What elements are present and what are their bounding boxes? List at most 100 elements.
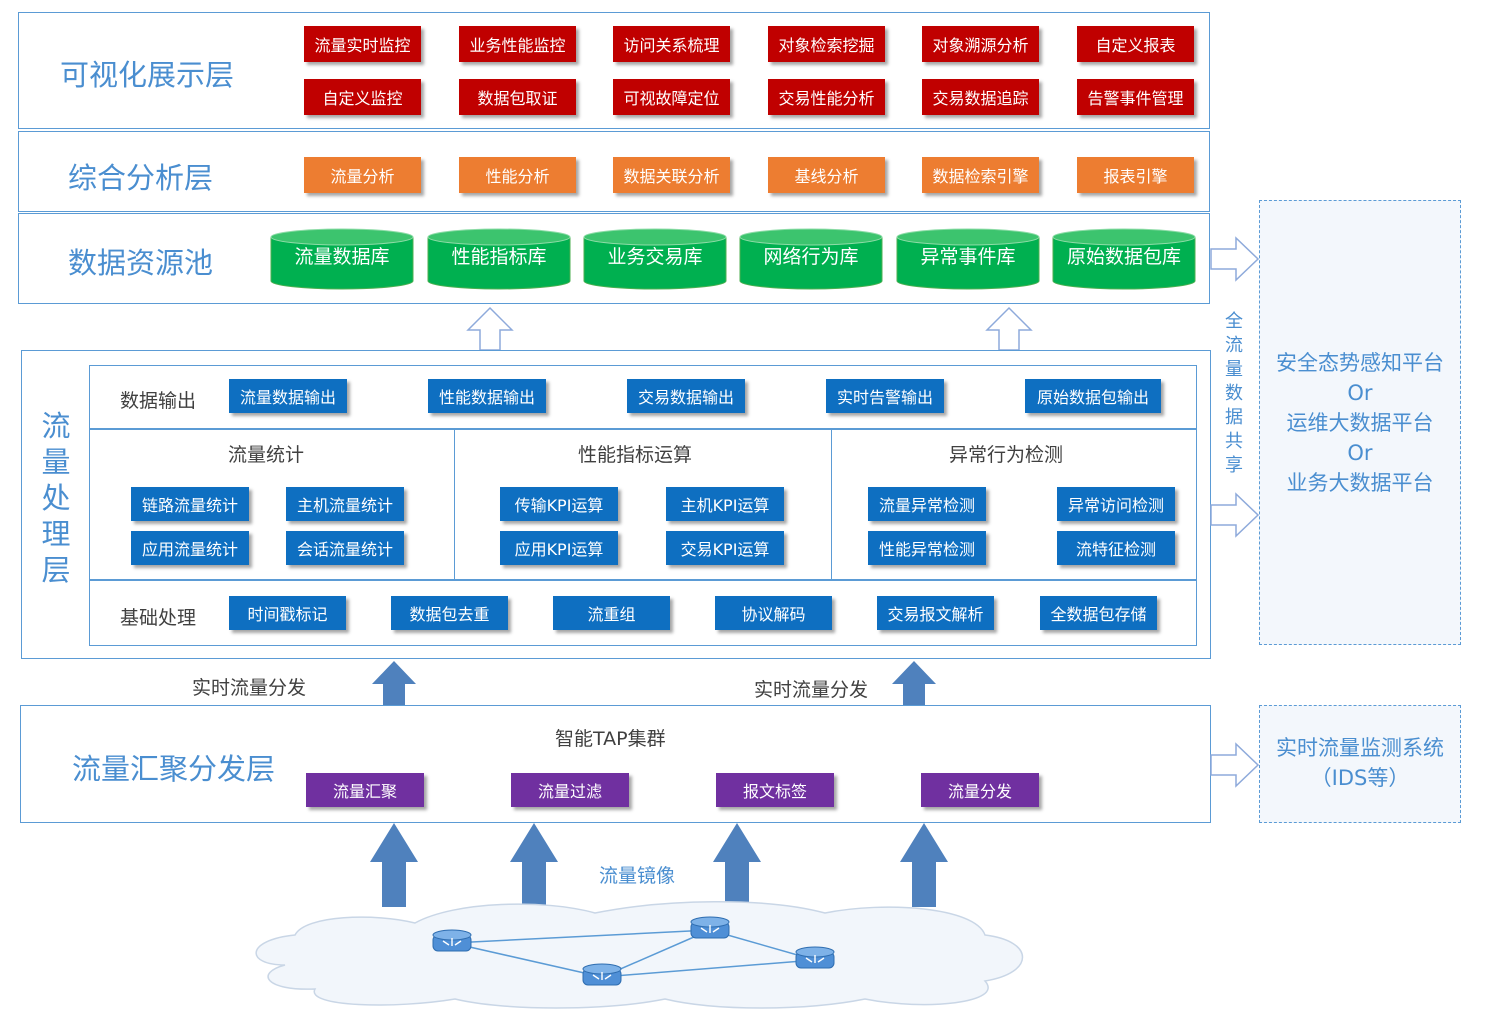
base-item-packet-storage[interactable]: 全数据包存储 — [1040, 596, 1157, 630]
tap-cluster-label: 智能TAP集群 — [555, 728, 666, 750]
router-icon — [690, 916, 730, 939]
anomaly-item-access[interactable]: 异常访问检测 — [1057, 487, 1175, 521]
vis-item-custom-report[interactable]: 自定义报表 — [1077, 26, 1194, 62]
database-cylinder-icon — [739, 228, 883, 290]
anomaly-detect-label: 异常行为检测 — [949, 444, 1064, 466]
agg-item-dispatch[interactable]: 流量分发 — [921, 773, 1039, 807]
vis-item-alarm-manage[interactable]: 告警事件管理 — [1077, 79, 1194, 115]
database-raw-packet[interactable]: 原始数据包库 — [1052, 228, 1196, 290]
network-cloud-icon — [255, 901, 1024, 1009]
analysis-item-traffic[interactable]: 流量分析 — [304, 157, 421, 193]
database-anomaly-label: 异常事件库 — [920, 246, 1016, 268]
perf-kpi-label: 性能指标运算 — [578, 444, 693, 466]
database-performance-label: 性能指标库 — [451, 246, 547, 268]
database-raw-packet-label: 原始数据包库 — [1066, 246, 1181, 268]
base-processing-row — [89, 580, 1197, 646]
analysis-item-performance[interactable]: 性能分析 — [459, 157, 576, 193]
perf-item-trade-kpi[interactable]: 交易KPI运算 — [666, 531, 784, 565]
data-sharing-label: 全流量数据共享 — [1225, 311, 1243, 476]
database-cylinder-icon — [583, 228, 727, 290]
output-item-traffic[interactable]: 流量数据输出 — [229, 379, 347, 413]
base-item-flow-reassembly[interactable]: 流重组 — [553, 596, 670, 630]
router-icon — [795, 946, 835, 969]
solid-up-arrow-icon — [713, 823, 761, 907]
database-business[interactable]: 业务交易库 — [583, 228, 727, 290]
output-item-trade[interactable]: 交易数据输出 — [627, 379, 745, 413]
vis-item-object-trace[interactable]: 对象溯源分析 — [922, 26, 1039, 62]
realtime-dispatch-label-right: 实时流量分发 — [754, 679, 869, 701]
database-traffic-label: 流量数据库 — [294, 246, 390, 268]
or-label-1: Or — [1347, 381, 1373, 405]
stats-item-host[interactable]: 主机流量统计 — [286, 487, 404, 521]
perf-item-app-kpi[interactable]: 应用KPI运算 — [500, 531, 618, 565]
perf-item-host-kpi[interactable]: 主机KPI运算 — [666, 487, 784, 521]
agg-item-label[interactable]: 报文标签 — [716, 773, 834, 807]
anomaly-detect-section — [831, 429, 1197, 580]
agg-item-filter[interactable]: 流量过滤 — [511, 773, 629, 807]
stats-item-session[interactable]: 会话流量统计 — [286, 531, 404, 565]
stats-item-link[interactable]: 链路流量统计 — [131, 487, 249, 521]
vis-item-packet-forensics[interactable]: 数据包取证 — [459, 79, 576, 115]
analysis-item-baseline[interactable]: 基线分析 — [768, 157, 885, 193]
realtime-dispatch-label-left: 实时流量分发 — [192, 677, 307, 699]
vis-item-business-perf-monitor[interactable]: 业务性能监控 — [459, 26, 576, 62]
ids-subtitle: （IDS等） — [1310, 766, 1410, 790]
database-network[interactable]: 网络行为库 — [739, 228, 883, 290]
anomaly-item-performance[interactable]: 性能异常检测 — [868, 531, 986, 565]
solid-up-arrow-icon — [900, 823, 948, 907]
database-cylinder-icon — [427, 228, 571, 290]
agg-item-aggregate[interactable]: 流量汇聚 — [306, 773, 424, 807]
router-icon — [582, 963, 622, 986]
database-traffic[interactable]: 流量数据库 — [270, 228, 414, 290]
database-network-label: 网络行为库 — [763, 246, 859, 268]
hollow-right-arrow-icon — [1210, 492, 1260, 538]
analysis-item-search-engine[interactable]: 数据检索引擎 — [922, 157, 1039, 193]
stats-item-app[interactable]: 应用流量统计 — [131, 531, 249, 565]
vis-item-access-relation[interactable]: 访问关系梳理 — [613, 26, 730, 62]
perf-item-transport-kpi[interactable]: 传输KPI运算 — [500, 487, 618, 521]
solid-up-arrow-icon — [372, 661, 416, 705]
output-item-performance[interactable]: 性能数据输出 — [428, 379, 546, 413]
platform-ops: 运维大数据平台 — [1286, 411, 1434, 435]
vis-item-fault-locate[interactable]: 可视故障定位 — [613, 79, 730, 115]
database-cylinder-icon — [1052, 228, 1196, 290]
hollow-up-arrow-icon — [466, 306, 514, 351]
aggregation-layer-title: 流量汇聚分发层 — [72, 752, 276, 786]
hollow-up-arrow-icon — [985, 306, 1033, 351]
solid-up-arrow-icon — [510, 823, 558, 907]
database-anomaly[interactable]: 异常事件库 — [896, 228, 1040, 290]
output-item-alarm[interactable]: 实时告警输出 — [826, 379, 944, 413]
processing-layer-title: 流量处理层 — [41, 409, 71, 587]
hollow-right-arrow-icon — [1210, 236, 1260, 282]
base-item-protocol-decode[interactable]: 协议解码 — [715, 596, 832, 630]
vis-item-trade-perf[interactable]: 交易性能分析 — [768, 79, 885, 115]
traffic-stats-label: 流量统计 — [228, 444, 305, 466]
analysis-item-report-engine[interactable]: 报表引擎 — [1077, 157, 1194, 193]
platform-business: 业务大数据平台 — [1286, 471, 1434, 495]
anomaly-item-flow-feature[interactable]: 流特征检测 — [1057, 531, 1175, 565]
ids-text: 实时流量监测系统 （IDS等） — [1259, 733, 1461, 793]
vis-item-object-search[interactable]: 对象检索挖掘 — [768, 26, 885, 62]
vis-item-custom-monitor[interactable]: 自定义监控 — [304, 79, 421, 115]
output-item-raw-packet[interactable]: 原始数据包输出 — [1025, 379, 1161, 413]
solid-up-arrow-icon — [892, 661, 936, 705]
base-item-dedup[interactable]: 数据包去重 — [391, 596, 508, 630]
database-performance[interactable]: 性能指标库 — [427, 228, 571, 290]
vis-item-trade-trace[interactable]: 交易数据追踪 — [922, 79, 1039, 115]
base-item-timestamp[interactable]: 时间戳标记 — [229, 596, 346, 630]
analysis-item-correlation[interactable]: 数据关联分析 — [613, 157, 730, 193]
or-label-2: Or — [1347, 441, 1373, 465]
data-pool-layer-title: 数据资源池 — [68, 246, 214, 280]
analysis-layer-title: 综合分析层 — [68, 161, 214, 195]
base-item-trade-parse[interactable]: 交易报文解析 — [877, 596, 994, 630]
ids-box — [1259, 705, 1461, 823]
anomaly-item-traffic[interactable]: 流量异常检测 — [868, 487, 986, 521]
mirror-label: 流量镜像 — [599, 865, 676, 887]
solid-up-arrow-icon — [370, 823, 418, 907]
platforms-box — [1259, 200, 1461, 645]
platforms-text: 安全态势感知平台 Or 运维大数据平台 Or 业务大数据平台 — [1259, 348, 1461, 498]
router-icon — [432, 929, 472, 952]
vis-item-realtime-monitor[interactable]: 流量实时监控 — [304, 26, 421, 62]
hollow-right-arrow-icon — [1210, 742, 1260, 788]
output-row-label: 数据输出 — [120, 390, 197, 412]
